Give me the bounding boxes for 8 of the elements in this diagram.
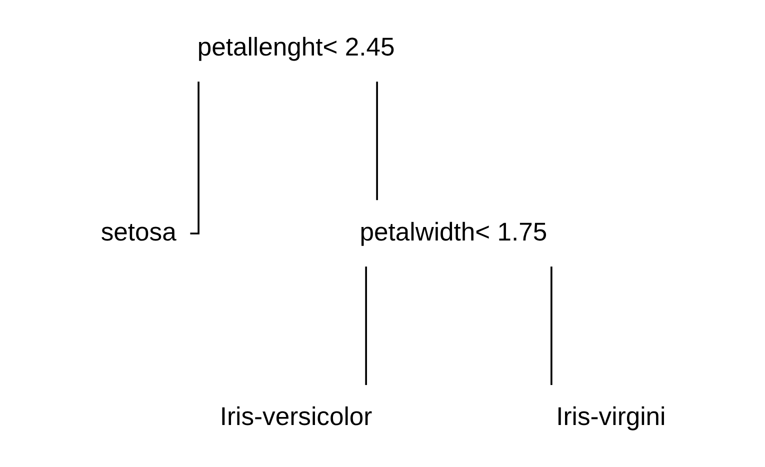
node-text: Iris-versicolor: [219, 403, 372, 432]
connector: [364, 266, 366, 386]
connector: [376, 82, 378, 200]
connector: [550, 266, 552, 386]
node-text: setosa: [100, 218, 176, 246]
node-text: petalwidth< 1.75: [359, 218, 547, 246]
node-text: petallenght< 2.45: [196, 33, 394, 62]
node-text: Iris-virgini: [556, 403, 666, 432]
